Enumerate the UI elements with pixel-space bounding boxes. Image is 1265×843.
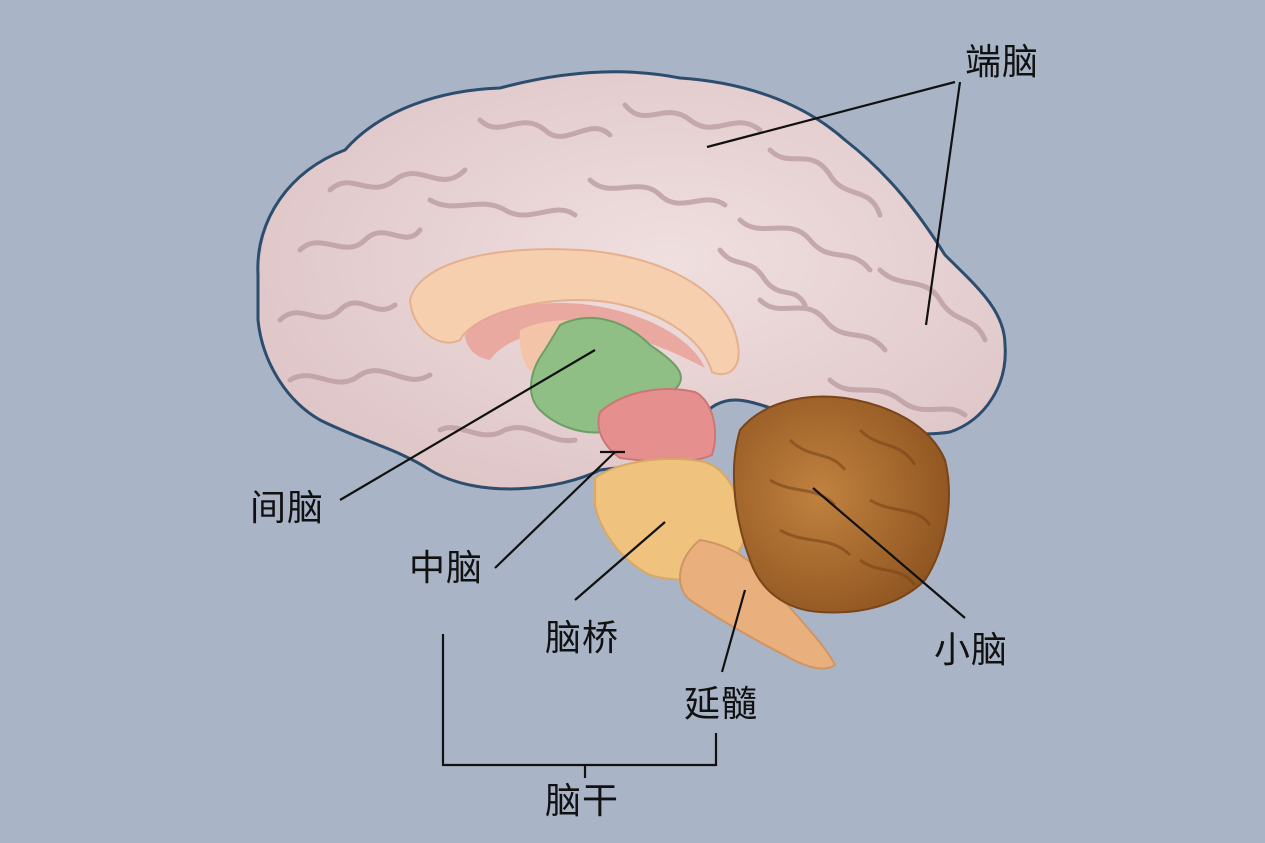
label-brainstem: 脑干 <box>545 781 620 822</box>
label-midbrain: 中脑 <box>409 548 484 589</box>
leader-lines <box>339 80 966 778</box>
label-telencephalon: 端脑 <box>965 42 1040 83</box>
label-medulla: 延髓 <box>684 684 759 725</box>
cerebellum-region <box>732 395 950 614</box>
label-pons: 脑桥 <box>545 618 620 659</box>
cortex-gyri <box>277 102 988 444</box>
lateral-ventricle <box>465 303 705 368</box>
label-diencephalon: 间脑 <box>250 488 325 529</box>
corpus-callosum <box>408 248 740 376</box>
label-cerebellum: 小脑 <box>934 630 1009 671</box>
cerebellum-folia <box>769 428 932 586</box>
midbrain-region <box>597 388 717 463</box>
fornix <box>519 320 590 372</box>
